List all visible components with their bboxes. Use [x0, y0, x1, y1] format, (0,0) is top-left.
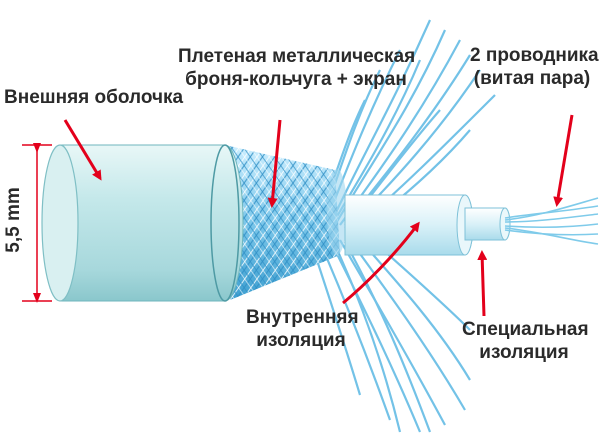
diameter-label: 5,5 mm: [2, 140, 26, 300]
outer-sheath: [41, 144, 244, 302]
special-insulation: [344, 194, 511, 256]
outer-sheath-text: Внешняя оболочка: [4, 87, 184, 108]
conductors-text-line2: (витая пара): [473, 68, 591, 89]
braided-armor: [225, 145, 347, 300]
braid-text-line1: Плетеная металлическая: [178, 46, 416, 67]
arrow-conductors: [553, 114, 574, 207]
twisted-pair-conductors: [504, 197, 599, 245]
label-special-insulation: Специальная изоляция: [462, 318, 589, 364]
label-conductors: 2 проводника (витая пара): [470, 44, 599, 90]
braid-text-line2: броня-кольчуга + экран: [185, 69, 407, 90]
callout-arrows: [63, 114, 574, 317]
arrow-inner-insulation: [342, 221, 420, 305]
special-insulation-text-line2: изоляция: [479, 342, 569, 363]
diameter-dimension: [22, 143, 52, 303]
label-braid: Плетеная металлическая броня-кольчуга + …: [178, 45, 416, 91]
inner-insulation-text-line2: изоляция: [256, 330, 346, 351]
diameter-text: 5,5 mm: [3, 187, 24, 253]
label-inner-insulation: Внутренняя изоляция: [246, 306, 359, 352]
special-insulation-text-line1: Специальная: [462, 319, 589, 340]
arrow-braid: [267, 119, 282, 208]
arrow-outer-sheath: [63, 119, 102, 181]
inner-insulation-text-line1: Внутренняя: [246, 307, 359, 328]
conductors-text-line1: 2 проводника: [470, 45, 599, 66]
arrow-special-insulation: [477, 250, 488, 317]
label-outer-sheath: Внешняя оболочка: [4, 86, 183, 109]
